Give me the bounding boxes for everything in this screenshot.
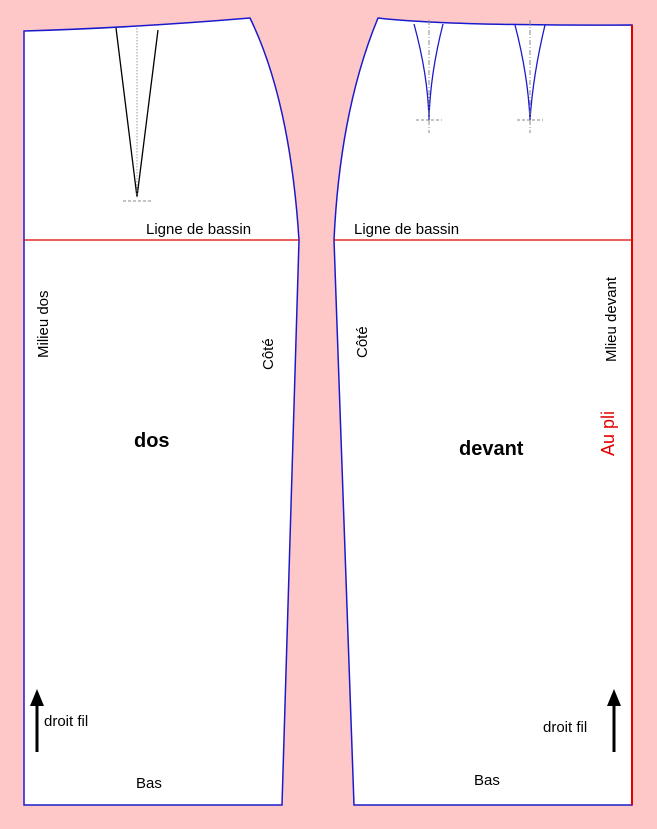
- front-side-label: Côté: [354, 326, 371, 358]
- front-piece-name: devant: [459, 438, 524, 460]
- front-grain-arrow: [607, 689, 621, 752]
- back-center-label: Milieu dos: [35, 290, 52, 358]
- back-hip-line-label: Ligne de bassin: [146, 221, 251, 238]
- back-piece-name: dos: [134, 430, 170, 452]
- back-piece: Ligne de bassin Milieu dos Côté dos droi…: [23, 17, 300, 806]
- front-fold-label: Au pli: [598, 411, 618, 456]
- back-hem-label: Bas: [136, 775, 162, 792]
- back-grain-arrow: [30, 689, 44, 752]
- front-piece-outline: [333, 17, 633, 806]
- front-grain-label: droit fil: [543, 719, 587, 736]
- front-hem-label: Bas: [474, 772, 500, 789]
- front-piece: Ligne de bassin Côté Mlieu devant Au pli…: [333, 17, 633, 806]
- back-side-label: Côté: [260, 338, 277, 370]
- front-hip-line-label: Ligne de bassin: [354, 221, 459, 238]
- back-grain-label: droit fil: [44, 713, 88, 730]
- front-center-label: Mlieu devant: [603, 276, 620, 362]
- back-piece-outline: [23, 17, 300, 806]
